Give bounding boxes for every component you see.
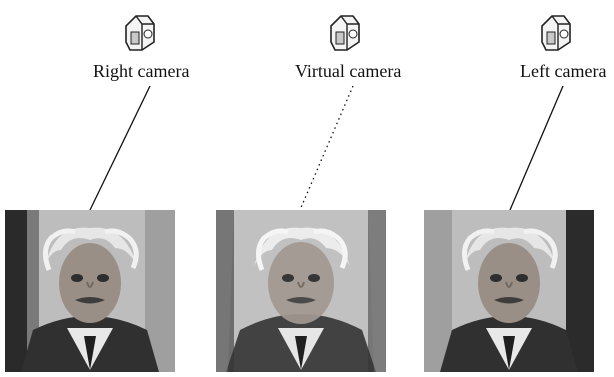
camera-icon xyxy=(330,15,360,51)
right-camera-photo xyxy=(5,210,175,372)
left-camera-photo xyxy=(424,210,594,372)
portrait-photo xyxy=(424,210,594,372)
virtual-camera-label: Virtual camera xyxy=(295,61,402,81)
virtual-camera-photo xyxy=(216,210,386,372)
portrait-photo xyxy=(5,210,175,372)
left-camera-label: Left camera xyxy=(520,61,607,81)
camera-icon xyxy=(541,15,571,51)
left-camera-connector xyxy=(509,85,564,211)
right-camera-label: Right camera xyxy=(93,61,190,81)
virtual-camera-connector xyxy=(299,85,354,211)
camera-icon xyxy=(125,15,155,51)
portrait-photo xyxy=(216,210,386,372)
right-camera-connector xyxy=(89,85,151,211)
